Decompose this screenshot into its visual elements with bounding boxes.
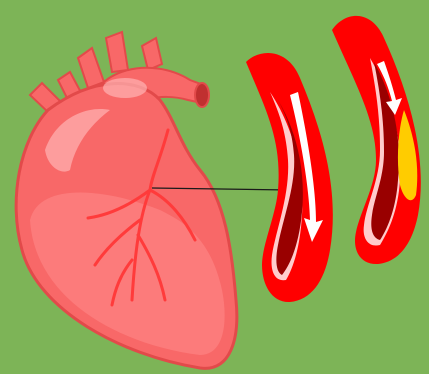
- heart-shine-small: [103, 78, 147, 98]
- aorta-opening: [195, 83, 209, 107]
